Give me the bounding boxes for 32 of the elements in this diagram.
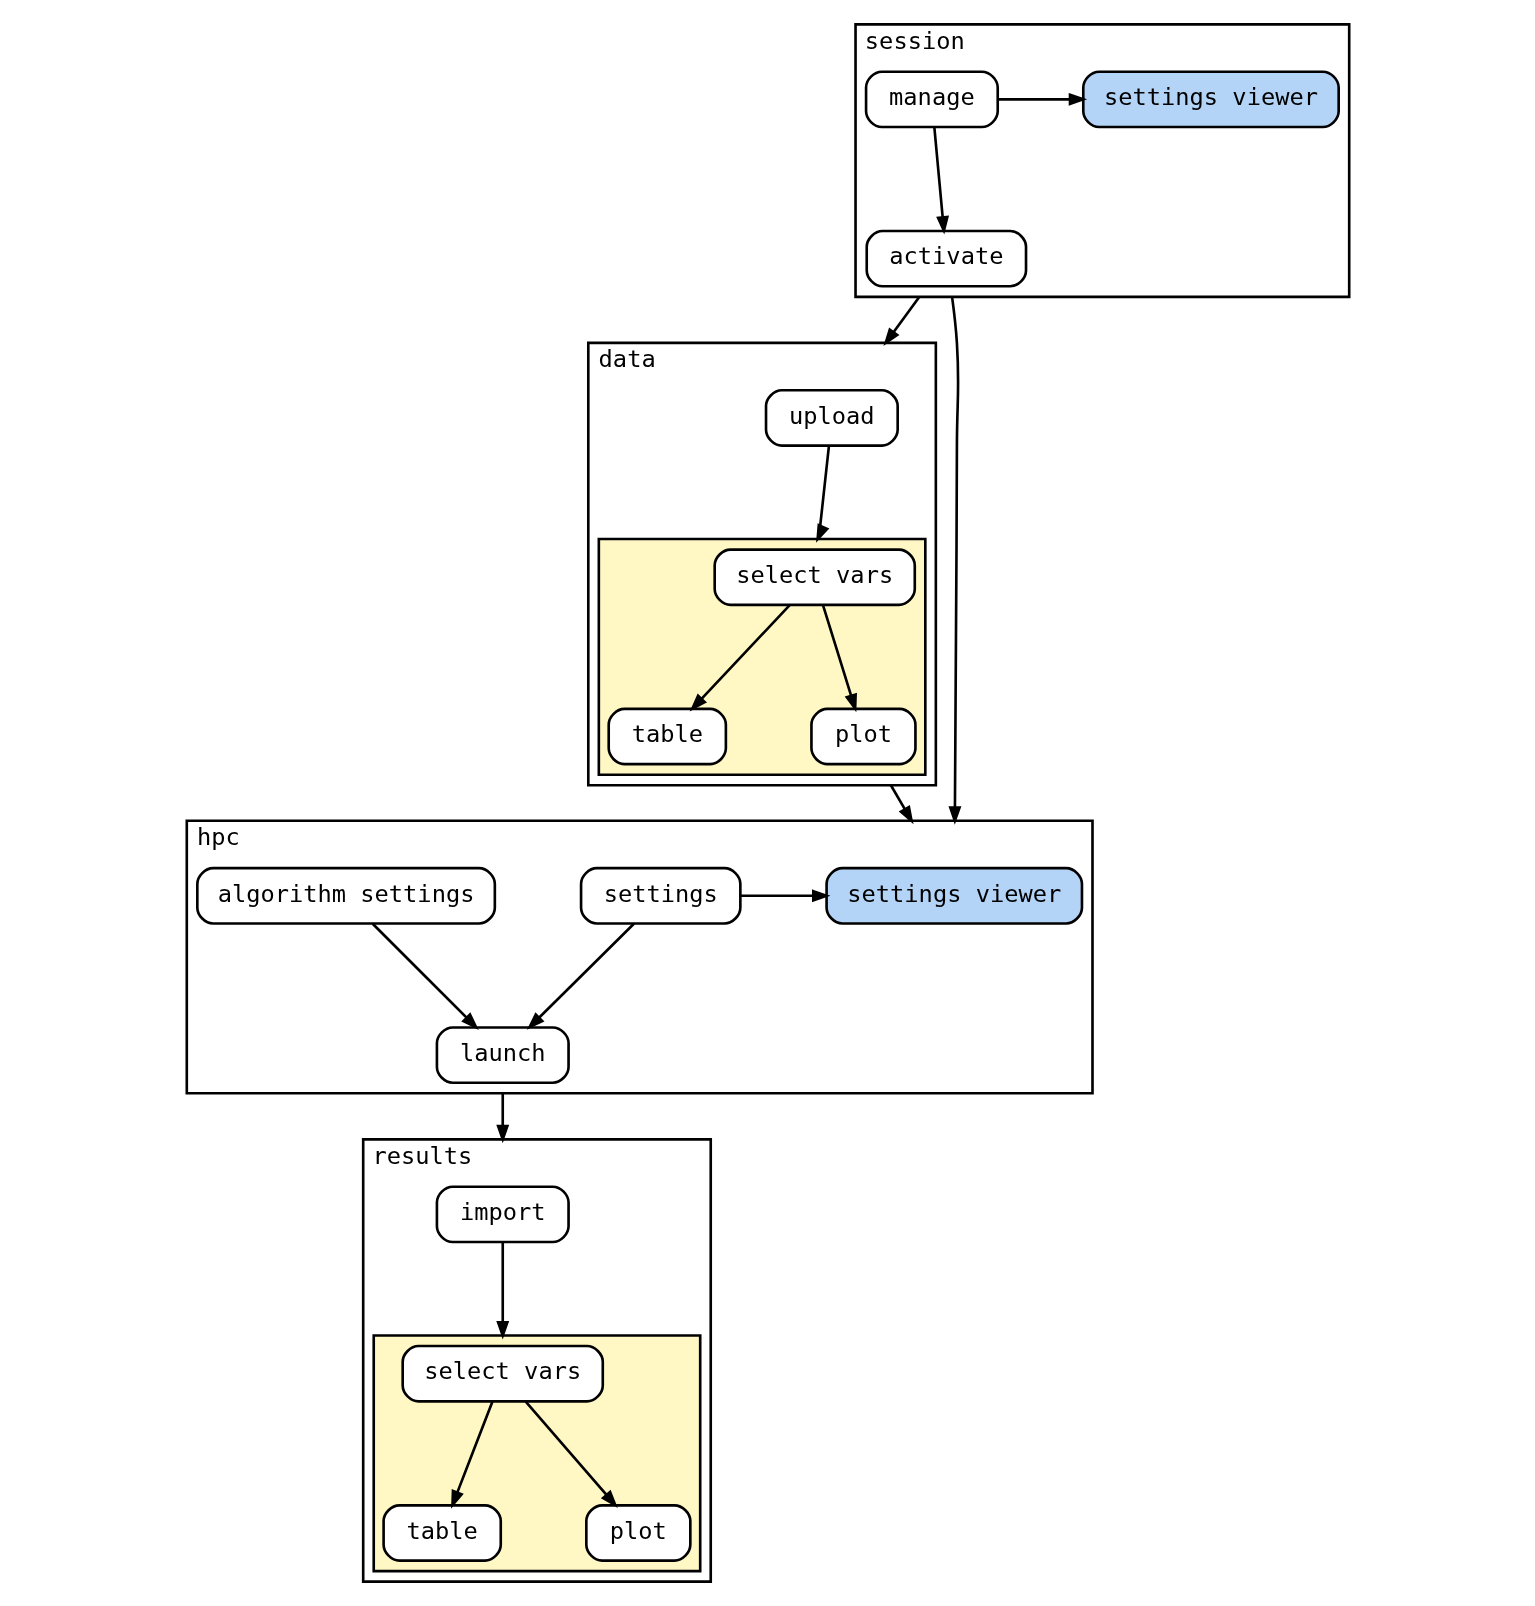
node-box: table: [606, 707, 727, 766]
node-box: algorithm settings: [195, 866, 496, 925]
arrow: [495, 1093, 509, 1144]
arrow: [821, 604, 857, 713]
arrow: [371, 922, 479, 1030]
node-box: manage: [864, 70, 999, 129]
node-box: settings viewer: [1081, 70, 1340, 129]
arrow: [526, 922, 635, 1030]
cluster: [371, 1334, 701, 1573]
node-box: import: [435, 1185, 570, 1244]
arrow: [997, 92, 1087, 106]
arrow: [495, 1242, 509, 1340]
arrow: [932, 127, 949, 235]
node-box: plot: [584, 1504, 692, 1562]
node-box: settings viewer: [824, 866, 1083, 925]
arrow: [739, 889, 830, 903]
cluster: [597, 537, 927, 776]
node-box: select vars: [712, 548, 916, 607]
node-box: settings: [579, 866, 742, 925]
node-box: upload: [764, 389, 899, 447]
node-box: activate: [864, 229, 1027, 288]
arrow: [524, 1400, 618, 1508]
node-box: select vars: [400, 1344, 604, 1403]
arrow: [815, 445, 830, 543]
arrow: [689, 604, 791, 712]
arrow: [948, 296, 961, 825]
arrow: [889, 784, 914, 825]
arrow: [450, 1401, 494, 1509]
node-box: table: [381, 1504, 502, 1562]
arrow: [882, 296, 920, 347]
node-box: plot: [809, 707, 917, 766]
node-box: launch: [435, 1026, 570, 1085]
